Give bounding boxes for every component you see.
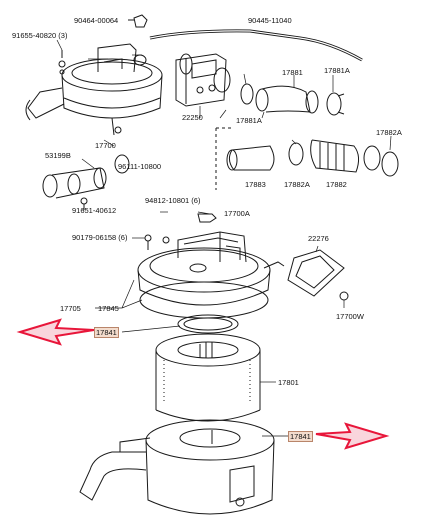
label-53199b: 53199B xyxy=(45,151,71,160)
hose-17881 xyxy=(240,83,345,116)
clip-17700a xyxy=(162,213,217,244)
label-17801: 17801 xyxy=(278,378,299,387)
hose-90445 xyxy=(149,29,363,62)
label-17700a: 17700A xyxy=(224,209,250,218)
housing-bottom xyxy=(79,419,275,515)
label-17882a-bot: 17882A xyxy=(284,180,310,189)
filter-element-17801 xyxy=(155,333,261,422)
label-17882: 17882 xyxy=(326,180,347,189)
hose-17882 xyxy=(226,139,399,177)
label-17700: 17700 xyxy=(95,141,116,150)
label-94812: 94812-10801 (6) xyxy=(145,196,201,205)
label-90445: 90445-11040 xyxy=(248,16,292,25)
label-22276: 22276 xyxy=(308,234,329,243)
label-91655: 91655-40820 (3) xyxy=(12,31,68,40)
leader-lines xyxy=(56,39,392,437)
label-17881a-mid: 17881A xyxy=(236,116,262,125)
label-17845: 17845 xyxy=(98,304,119,313)
label-17841-left: 17841 xyxy=(94,327,119,338)
left-red-arrow xyxy=(16,318,95,346)
right-red-arrow xyxy=(315,422,390,450)
bolt-90179 xyxy=(144,234,152,250)
label-17700w: 17700W xyxy=(336,312,364,321)
label-17883: 17883 xyxy=(245,180,266,189)
label-90464: 90464-00064 xyxy=(74,16,119,25)
cleaner-cap-17705 xyxy=(137,231,285,319)
clip-90464 xyxy=(128,14,148,28)
label-90179: 90179-06158 (6) xyxy=(72,233,128,242)
label-17841-right: 17841 xyxy=(288,431,313,442)
gasket-22276 xyxy=(287,249,349,301)
hose-53199b xyxy=(42,154,130,210)
label-17882a-top: 17882A xyxy=(376,128,402,137)
label-17881a-top: 17881A xyxy=(324,66,350,75)
meter-22250 xyxy=(175,53,231,107)
label-17881: 17881 xyxy=(282,68,303,77)
label-17705: 17705 xyxy=(60,304,81,313)
label-96111: 96111-10800 xyxy=(118,162,162,171)
precleaner-17700 xyxy=(25,43,163,136)
label-91651: 91651-40612 xyxy=(72,206,117,215)
gasket-ring-17841-upper xyxy=(177,314,239,334)
label-22250: 22250 xyxy=(182,113,203,122)
